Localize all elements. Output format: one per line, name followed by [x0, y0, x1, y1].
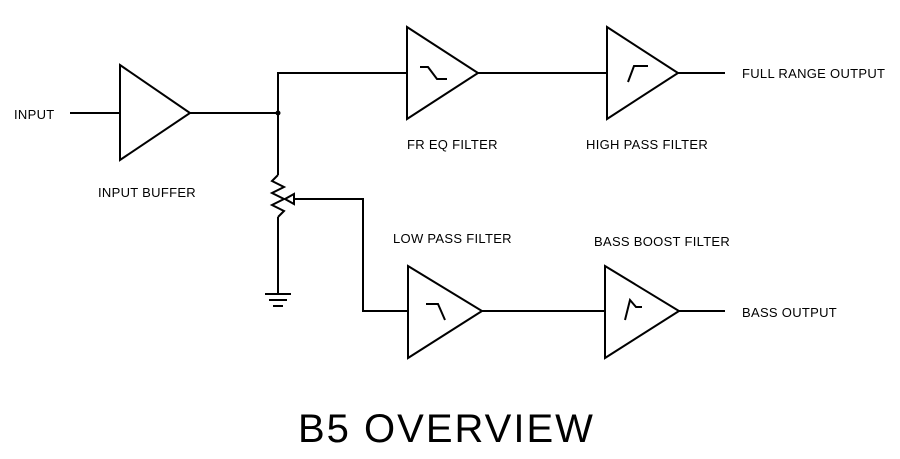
eq-curve-icon — [420, 66, 447, 80]
input-buffer-label: INPUT BUFFER — [98, 185, 196, 200]
high-pass-filter-amplifier — [606, 25, 680, 121]
high-pass-filter-label: HIGH PASS FILTER — [586, 137, 708, 152]
full-range-output-label: FULL RANGE OUTPUT — [742, 66, 885, 81]
low-pass-curve-icon — [426, 303, 446, 321]
fr-eq-filter-label: FR EQ FILTER — [407, 137, 498, 152]
bass-path-wire — [294, 198, 408, 312]
input-buffer-amplifier — [119, 63, 192, 162]
bass-boost-filter-label: BASS BOOST FILTER — [594, 234, 730, 249]
bass-boost-curve-icon — [624, 297, 642, 321]
low-pass-filter-label: LOW PASS FILTER — [393, 231, 512, 246]
bass-output-label: BASS OUTPUT — [742, 305, 837, 320]
low-pass-filter-amplifier — [407, 264, 484, 360]
bass-boost-filter-amplifier — [604, 264, 681, 360]
potentiometer-icon — [269, 174, 287, 218]
diagram-title: B5 OVERVIEW — [298, 407, 595, 451]
input-label: INPUT — [14, 107, 55, 122]
full-range-path-wire — [277, 72, 407, 113]
high-pass-curve-icon — [627, 65, 648, 83]
fr-eq-filter-amplifier — [406, 25, 480, 121]
wiper-arrow-icon — [282, 192, 295, 206]
